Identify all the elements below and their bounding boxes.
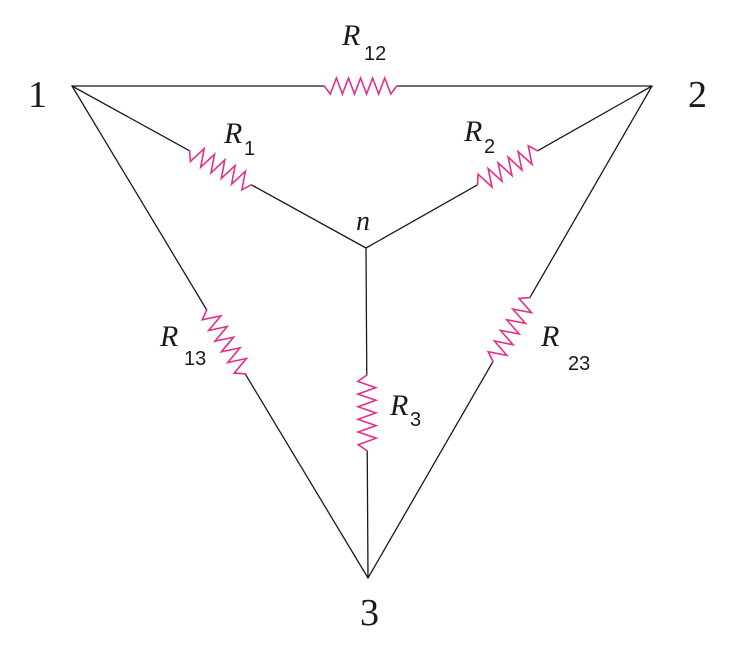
center-node-label: n (356, 206, 370, 237)
resistor-r1-symbol (188, 146, 253, 192)
label-r13: R 13 (159, 320, 206, 370)
label-r2-subscript: 2 (484, 136, 495, 158)
label-r13-symbol: R (159, 320, 178, 353)
node-2-label: 2 (688, 74, 707, 116)
wires (71, 85, 653, 579)
resistor-r3-symbol (355, 374, 379, 452)
label-r1-subscript: 1 (244, 138, 255, 160)
label-r12: R 12 (341, 19, 386, 65)
resistor-r12-symbol (323, 75, 398, 97)
wire-r3-start (365, 247, 368, 376)
label-r12-symbol: R (341, 19, 360, 52)
label-r23-subscript: 23 (568, 353, 590, 375)
wire-r23-start (529, 85, 653, 299)
wire-r1-end (250, 184, 367, 249)
label-r3-symbol: R (389, 389, 408, 422)
label-r2-symbol: R (463, 115, 482, 148)
resistor-r23-symbol (486, 296, 534, 363)
wire-r3-end (366, 450, 369, 579)
wire-r1-start (71, 85, 191, 152)
wire-r2-start (536, 85, 653, 152)
resistor-r13-symbol (200, 309, 249, 375)
node-3-label: 3 (360, 592, 379, 634)
label-r23: R 23 (540, 320, 590, 375)
label-r1-symbol: R (223, 117, 242, 150)
wire-r13-start (71, 85, 208, 311)
label-r12-subscript: 12 (364, 43, 386, 65)
label-r13-subscript: 13 (184, 348, 206, 370)
node-1-label: 1 (28, 74, 47, 116)
wire-r2-end (365, 184, 479, 249)
label-r2: R 2 (463, 115, 495, 158)
wire-r23-end (367, 360, 494, 579)
resistors (188, 75, 539, 452)
label-r3: R 3 (389, 389, 421, 431)
label-r1: R 1 (223, 117, 255, 160)
resistor-r2-symbol (476, 144, 539, 190)
wire-r13-end (244, 373, 369, 579)
label-r3-subscript: 3 (410, 409, 421, 431)
label-r23-symbol: R (540, 320, 559, 353)
